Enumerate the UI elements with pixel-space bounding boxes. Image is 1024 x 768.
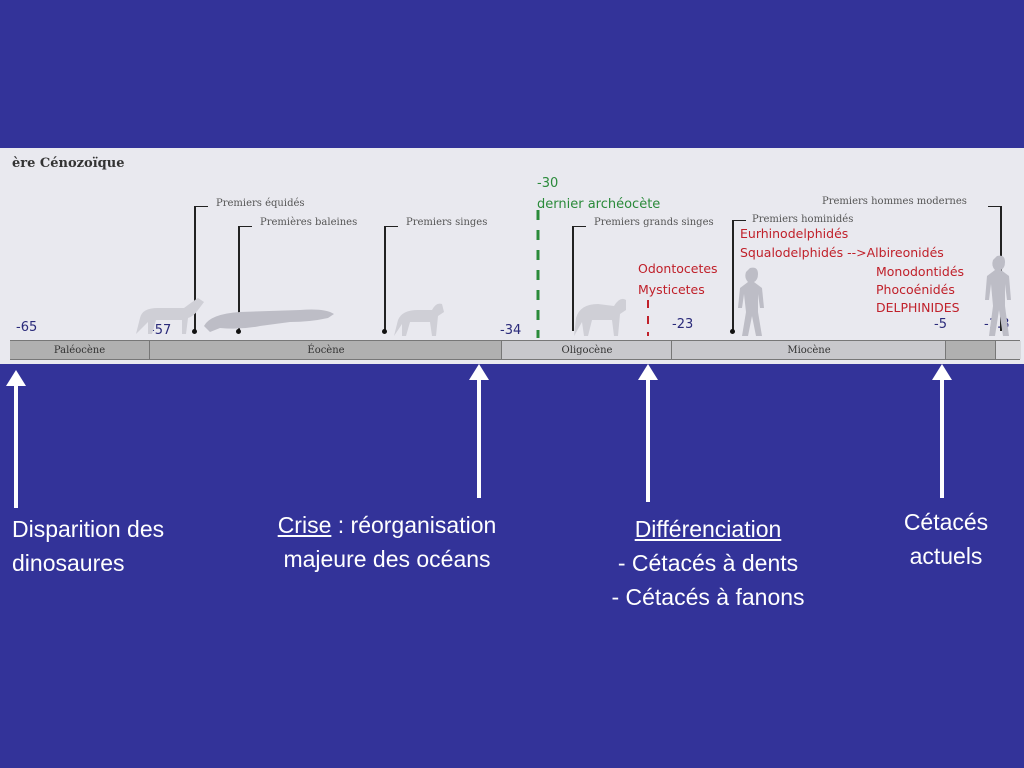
event-dot bbox=[192, 329, 197, 334]
event-dot bbox=[236, 329, 241, 334]
label-eurhinodelphides: Eurhinodelphidés bbox=[740, 226, 849, 241]
period-pliocene bbox=[945, 341, 996, 359]
caption-cetaces-actuels: Cétacés actuels bbox=[903, 509, 989, 569]
date-minus-57: -57 bbox=[150, 323, 172, 338]
event-dot bbox=[730, 329, 735, 334]
leader-hominides bbox=[732, 220, 734, 331]
arrow-dinosaures bbox=[6, 370, 26, 508]
event-premiers-hommes-modernes: Premiers hommes modernes bbox=[822, 196, 967, 207]
crise-rest: : réorganisation majeure des océans bbox=[283, 512, 497, 572]
label-monodontides: Monodontidés bbox=[876, 264, 965, 279]
event-premiers-singes: Premiers singes bbox=[406, 217, 488, 228]
event-premiers-equides: Premiers équidés bbox=[216, 198, 305, 209]
label-mysticetes: Mysticetes bbox=[638, 282, 705, 297]
event-dot bbox=[382, 329, 387, 334]
label-squalodelphides: Squalodelphidés -->Albireonidés bbox=[740, 245, 944, 260]
caption-disparition-dinosaures: Disparition des dinosaures bbox=[12, 516, 165, 576]
event-premiers-grands-singes: Premiers grands singes bbox=[594, 217, 714, 228]
date-minus-23: -23 bbox=[672, 317, 694, 332]
label-odontocetes: Odontocetes bbox=[638, 261, 718, 276]
horse-silhouette bbox=[136, 298, 204, 334]
leader-tick-singes bbox=[384, 226, 398, 227]
modern-human-silhouette bbox=[985, 255, 1011, 336]
period-eocene: Éocène bbox=[149, 341, 502, 359]
leader-baleines bbox=[238, 226, 240, 331]
great-ape-silhouette bbox=[574, 298, 626, 336]
leader-tick-hommes-modernes bbox=[988, 206, 1000, 207]
archeocete-label: dernier archéocète bbox=[537, 197, 661, 212]
whale-ancestor-silhouette bbox=[204, 309, 334, 332]
leader-tick-grands-singes bbox=[572, 226, 586, 227]
leader-grands-singes bbox=[572, 226, 574, 331]
leader-tick-equides bbox=[194, 206, 208, 207]
date-minus-65: -65 bbox=[16, 320, 38, 335]
period-miocene: Miocène bbox=[671, 341, 946, 359]
diff-line-dents: - Cétacés à dents bbox=[617, 550, 799, 576]
leader-equides bbox=[194, 206, 196, 331]
crise-word: Crise bbox=[277, 512, 332, 538]
period-oligocene: Oligocène bbox=[501, 341, 672, 359]
hominid-silhouette bbox=[738, 267, 764, 336]
leader-tick-hominides bbox=[732, 220, 746, 221]
era-title: ère Cénozoïque bbox=[12, 156, 125, 171]
event-premieres-baleines: Premières baleines bbox=[260, 217, 358, 228]
monkey-silhouette bbox=[394, 303, 444, 336]
leader-singes bbox=[384, 226, 386, 331]
event-premiers-hominides: Premiers hominidés bbox=[752, 214, 854, 225]
date-minus-5: -5 bbox=[934, 317, 947, 332]
caption-differenciation: Différenciation - Cétacés à dents - Céta… bbox=[578, 512, 838, 614]
caption-crise: Crise : réorganisation majeure des océan… bbox=[240, 508, 534, 576]
date-minus-34: -34 bbox=[500, 323, 522, 338]
leader-tick-baleines bbox=[238, 226, 252, 227]
date-minus-30: -30 bbox=[537, 176, 559, 191]
label-phocoenides: Phocoénidés bbox=[876, 282, 955, 297]
label-delphinides: DELPHINIDES bbox=[876, 300, 960, 315]
red-dashed-line bbox=[647, 300, 649, 336]
diff-line-fanons: - Cétacés à fanons bbox=[611, 584, 805, 610]
arrow-crise bbox=[469, 364, 489, 498]
archeocete-dashed-line bbox=[536, 210, 540, 338]
arrow-cetaces-actuels bbox=[932, 364, 952, 498]
period-recent bbox=[995, 341, 1021, 359]
period-bar: Paléocène Éocène Oligocène Miocène bbox=[10, 340, 1021, 360]
diff-title: Différenciation bbox=[634, 516, 782, 542]
timeline-panel: ère Cénozoïque Premiers équidés Première… bbox=[0, 148, 1024, 364]
period-paleocene: Paléocène bbox=[53, 344, 106, 356]
arrow-differenciation bbox=[638, 364, 658, 502]
